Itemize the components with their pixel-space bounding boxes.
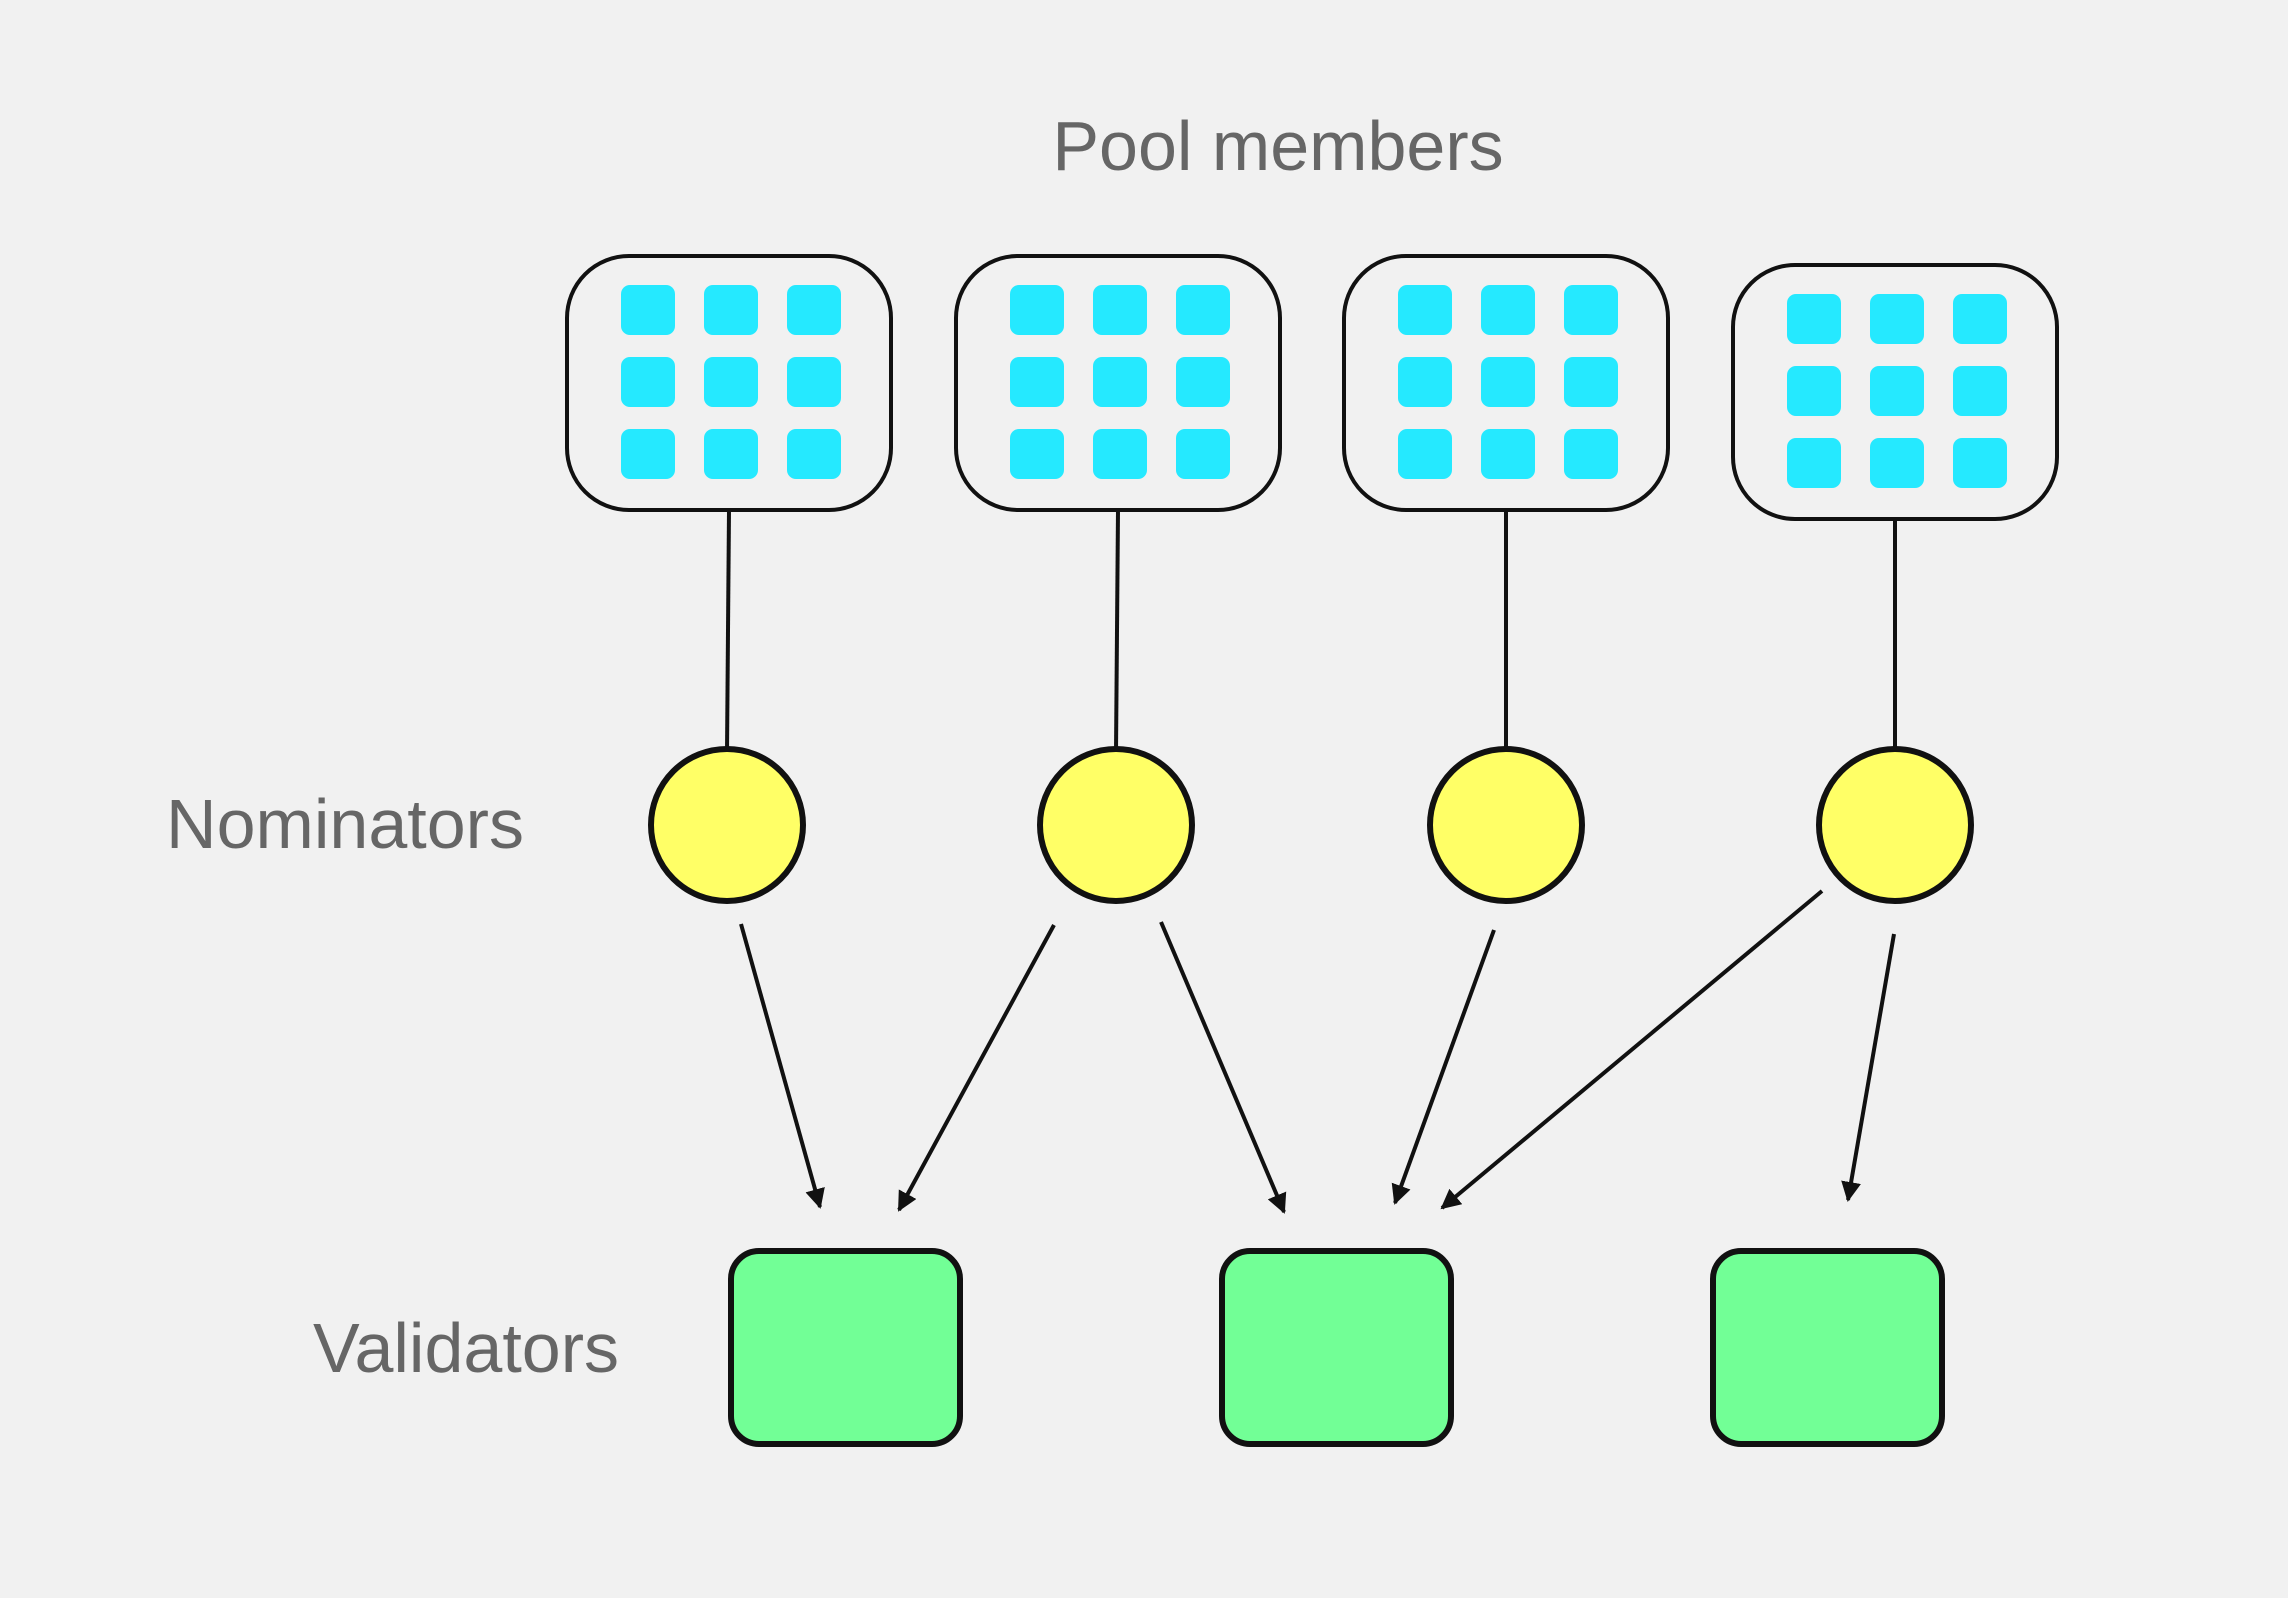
pool-member-icon <box>1010 285 1064 335</box>
pool-member-icon <box>1093 429 1147 479</box>
nomination-arrow-4-to-3 <box>1841 933 1896 1202</box>
pool-member-icon <box>1564 357 1618 407</box>
pool-connector-line <box>725 509 731 753</box>
pool-member-icon <box>1787 438 1841 488</box>
nominator-1 <box>648 746 806 904</box>
pool-box <box>565 254 893 512</box>
pool-member-icon <box>621 357 675 407</box>
pool-member-icon <box>1398 357 1452 407</box>
nominator-4 <box>1816 746 1974 904</box>
pool-member-icon <box>1564 429 1618 479</box>
pool-member-icon <box>1176 285 1230 335</box>
pool-member-icon <box>1787 366 1841 416</box>
pool-member-icon <box>621 429 675 479</box>
pool-member-icon <box>1398 285 1452 335</box>
nominators-label: Nominators <box>166 785 524 863</box>
pool-member-icon <box>1481 429 1535 479</box>
pool-member-icon <box>704 357 758 407</box>
nominator-2 <box>1037 746 1195 904</box>
pool-2 <box>954 254 1282 512</box>
pool-member-icon <box>787 429 841 479</box>
nomination-arrow-2-to-2 <box>1159 921 1287 1214</box>
pool-box <box>954 254 1282 512</box>
pool-member-icon <box>1010 357 1064 407</box>
pool-member-icon <box>1564 285 1618 335</box>
validator-2 <box>1219 1248 1454 1447</box>
pool-member-icon <box>1010 429 1064 479</box>
validator-group <box>728 1248 1945 1447</box>
nomination-arrow-3-to-2 <box>1391 929 1496 1205</box>
pool-member-icon <box>1176 429 1230 479</box>
pool-member-icon <box>787 357 841 407</box>
pool-3 <box>1342 254 1670 512</box>
pool-member-icon <box>1870 438 1924 488</box>
pool-1 <box>565 254 893 512</box>
nomination-arrows <box>739 889 1896 1214</box>
pool-member-icon <box>1481 357 1535 407</box>
pool-member-icon <box>1398 429 1452 479</box>
nomination-arrow-1-to-1 <box>739 923 825 1209</box>
pool-member-icon <box>704 429 758 479</box>
pool-member-icon <box>1787 294 1841 344</box>
nominator-group <box>648 746 1974 904</box>
validator-1 <box>728 1248 963 1447</box>
pool-box <box>1731 263 2059 521</box>
pool-box <box>1342 254 1670 512</box>
pool-member-icon <box>787 285 841 335</box>
nomination-arrow-2-to-1 <box>897 924 1056 1212</box>
nominator-3 <box>1427 746 1585 904</box>
pool-member-icon <box>1953 294 2007 344</box>
validator-3 <box>1710 1248 1945 1447</box>
pool-members-label: Pool members <box>1052 107 1503 185</box>
pool-4 <box>1731 263 2059 521</box>
pool-member-icon <box>1176 357 1230 407</box>
pool-group <box>565 254 2059 521</box>
pool-to-nominator-connectors <box>725 509 1897 753</box>
pool-member-icon <box>704 285 758 335</box>
pool-member-icon <box>1481 285 1535 335</box>
validators-label: Validators <box>313 1309 619 1387</box>
pool-member-icon <box>621 285 675 335</box>
pool-member-icon <box>1953 438 2007 488</box>
pool-member-icon <box>1953 366 2007 416</box>
pool-member-icon <box>1093 285 1147 335</box>
pool-member-icon <box>1093 357 1147 407</box>
pool-member-icon <box>1870 294 1924 344</box>
pool-member-icon <box>1870 366 1924 416</box>
pool-connector-line <box>1114 509 1120 753</box>
nomination-arrow-4-to-2 <box>1440 889 1824 1210</box>
